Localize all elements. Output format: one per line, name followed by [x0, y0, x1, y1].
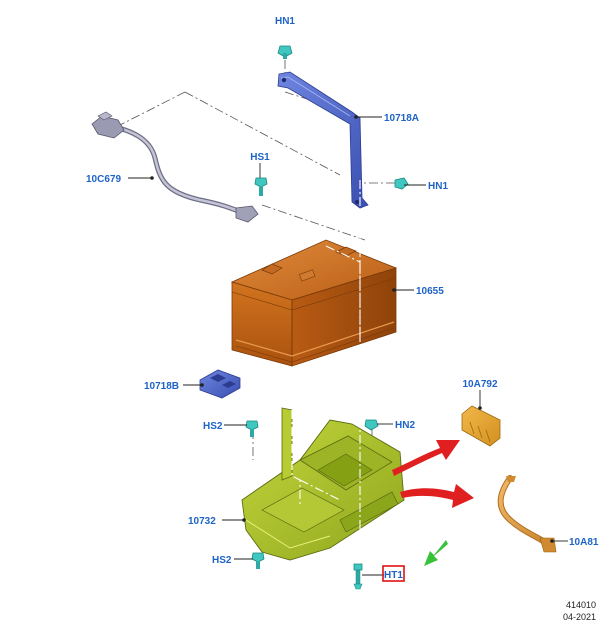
- bolt-hs1: [254, 177, 268, 196]
- battery-clamp-block: [199, 369, 241, 399]
- label-hn1-right: HN1: [428, 181, 448, 192]
- leader-lines: [128, 115, 568, 576]
- bolt-hs2-top: [245, 420, 259, 437]
- label-ht1: HT1: [384, 570, 403, 581]
- battery-tray: [241, 180, 405, 561]
- nut-hn2: [364, 419, 379, 431]
- label-hs2-top: HS2: [203, 421, 223, 432]
- fasteners: [245, 45, 409, 590]
- label-10a81: 10A81: [569, 537, 599, 548]
- battery-cable: [91, 111, 259, 223]
- footer-date: 04-2021: [563, 612, 596, 622]
- red-arrow-lower: [400, 484, 474, 508]
- green-arrow: [424, 540, 448, 566]
- footer-code: 414010: [566, 600, 596, 610]
- explode-lines: [119, 60, 395, 460]
- label-hn2: HN2: [395, 420, 415, 431]
- drawing-footer: 414010 04-2021: [563, 600, 596, 622]
- red-arrow-upper: [392, 440, 460, 476]
- wiring-clip: [461, 405, 501, 447]
- nut-hn1-right: [394, 177, 409, 190]
- ht1-highlight-box: [382, 565, 405, 582]
- label-10655: 10655: [416, 286, 444, 297]
- label-hn1-top: HN1: [275, 16, 295, 27]
- battery-hold-down-bracket: [277, 71, 369, 209]
- bolt-hs2-bottom: [251, 552, 265, 569]
- label-10a792: 10A792: [462, 379, 497, 390]
- bolt-ht1: [353, 563, 363, 590]
- vent-tube: [497, 475, 557, 553]
- label-10718b: 10718B: [144, 381, 179, 392]
- direction-arrows: [392, 440, 474, 566]
- battery: [230, 239, 398, 367]
- label-10732: 10732: [188, 516, 216, 527]
- nut-hn1-top: [277, 45, 293, 59]
- label-10c679: 10C679: [86, 174, 121, 185]
- callout-labels: HN1 10718A HS1 10C679 HN1 10655 10718B 1…: [86, 16, 599, 582]
- label-hs2-bottom: HS2: [212, 555, 232, 566]
- label-hs1: HS1: [250, 152, 270, 163]
- label-10718a: 10718A: [384, 113, 419, 124]
